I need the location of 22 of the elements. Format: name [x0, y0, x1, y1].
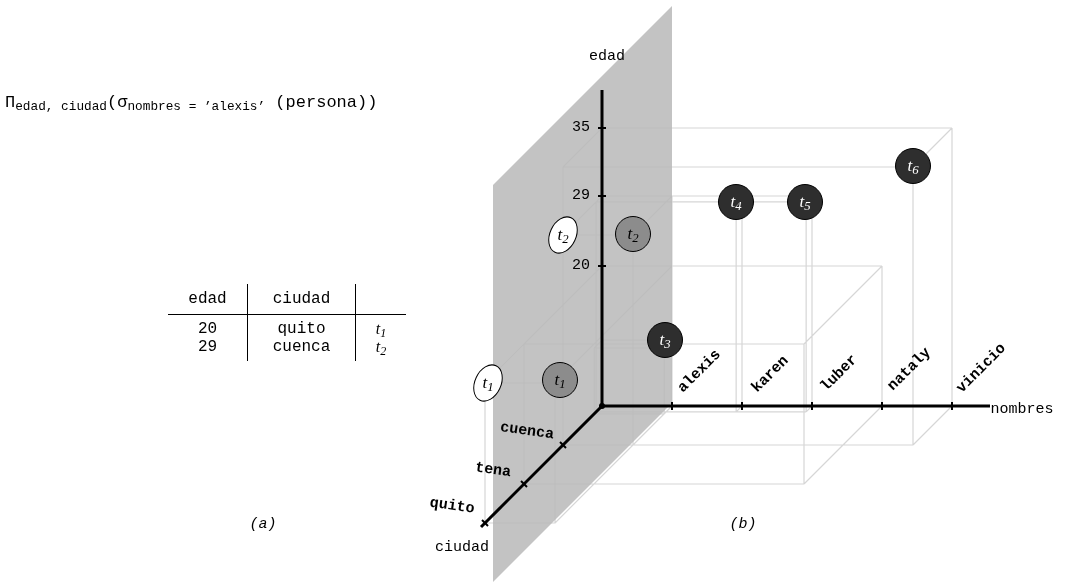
table-cell-text: t$_{1}$: [375, 320, 387, 337]
table-cell-text: quito: [277, 320, 326, 338]
projection-ellipse: t$_{2}$: [546, 214, 580, 256]
formula: Π$_{edad, ciudad}$(σ$_{nombres = ’alexis’}$ (persona)): [5, 92, 378, 116]
axis-title: nombres: [990, 399, 1054, 420]
table-cell-text: cuenca: [272, 338, 331, 356]
projection-ellipse: t$_{1}$: [471, 362, 505, 404]
axis-title: ciudad: [435, 537, 489, 558]
tick-label: cuenca: [498, 418, 556, 446]
tick-label: 35: [572, 117, 590, 138]
tick-label: edad: [589, 46, 625, 67]
tick-label: tena: [473, 458, 513, 484]
panel-label: (a): [249, 514, 277, 535]
table-cell-text: 29: [197, 338, 218, 356]
tick-label: 29: [572, 185, 590, 206]
tick-label: 20: [572, 255, 590, 276]
table-cell-text: t$_{2}$: [375, 338, 387, 355]
table-cell-text: 20: [197, 320, 218, 338]
table-cell-text: ciudad: [272, 290, 331, 308]
panel-label: (b): [729, 514, 757, 535]
table-cell-text: edad: [188, 290, 227, 308]
tick-label: quito: [428, 493, 476, 520]
